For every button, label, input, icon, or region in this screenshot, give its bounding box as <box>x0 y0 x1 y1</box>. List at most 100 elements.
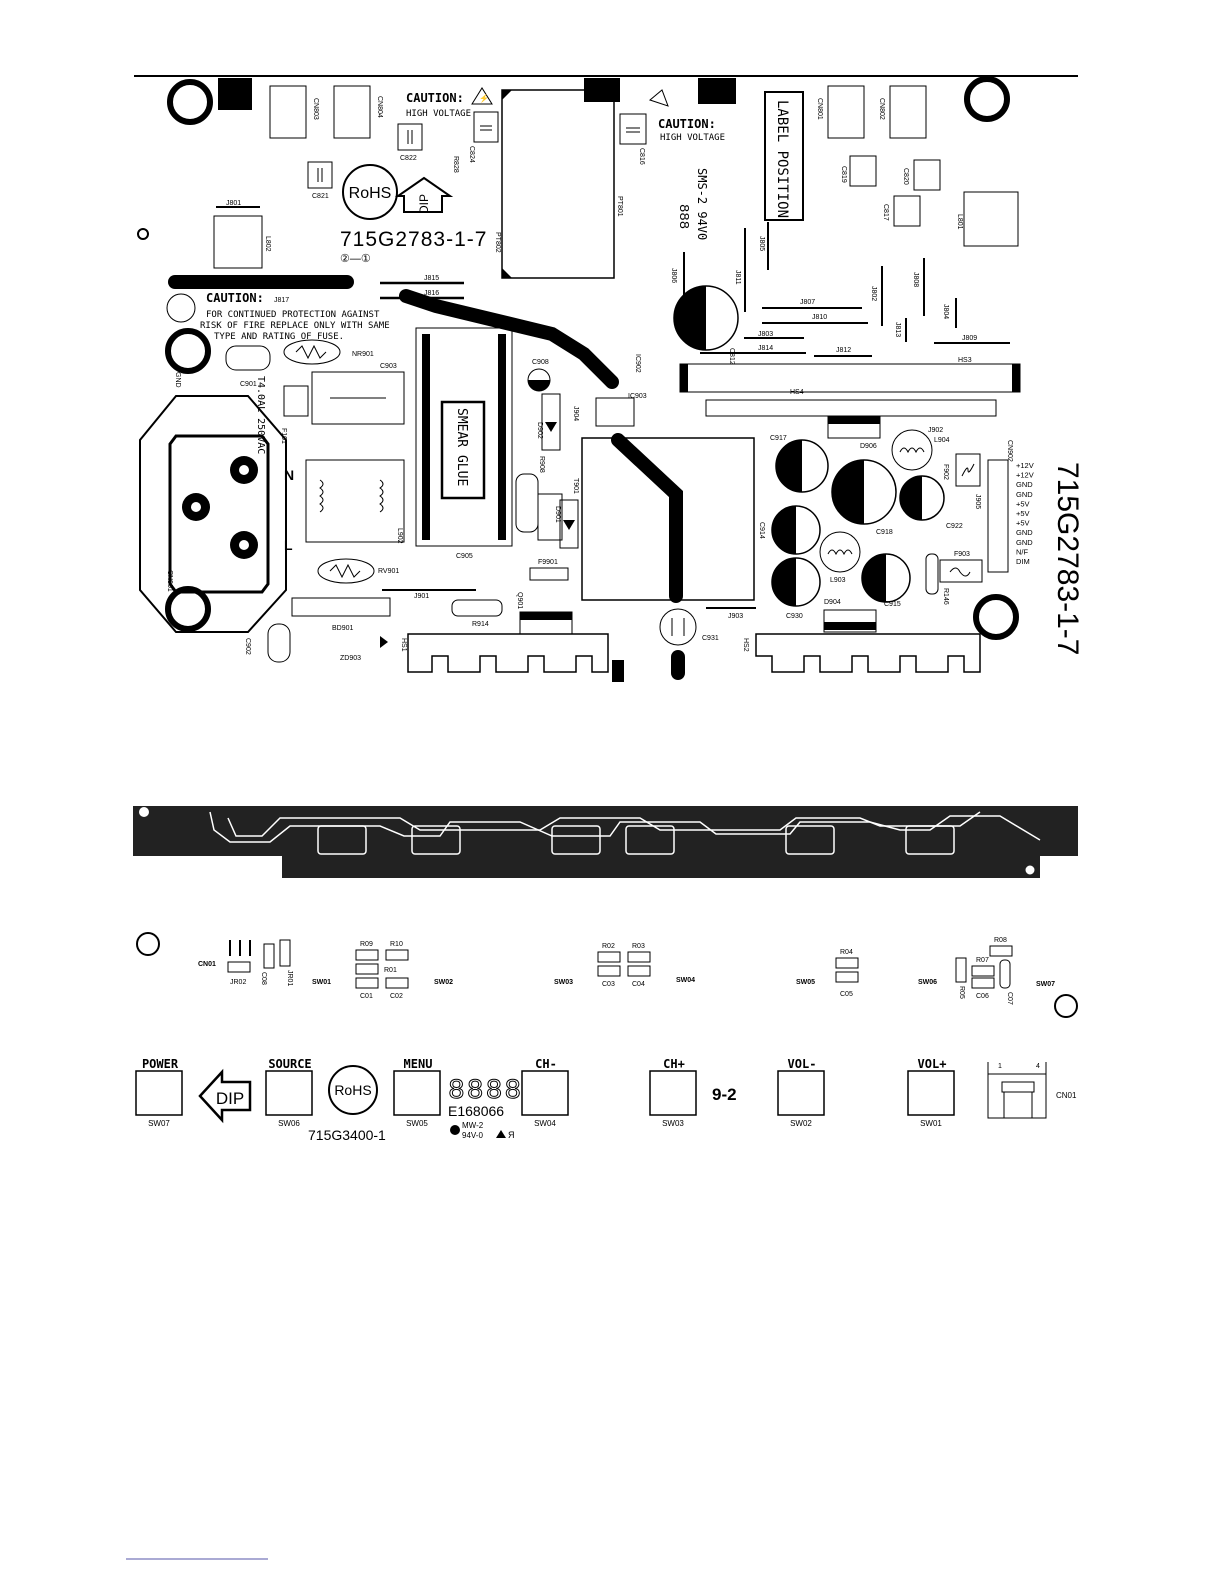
ac-pin-hole <box>239 465 249 475</box>
capacitor-c817 <box>893 195 921 227</box>
ref-j905: J905 <box>974 494 981 509</box>
key-button-label: VOL+ <box>918 1057 947 1071</box>
key-switch-ref: SW05 <box>406 1119 428 1128</box>
kb-ref-r09: R09 <box>360 941 373 948</box>
model-number: 715G2783-1-7 <box>340 228 487 251</box>
ref-c820: C820 <box>902 168 909 185</box>
kb-ref-jr01: JR01 <box>286 970 293 986</box>
ref-cn802: CN802 <box>878 98 885 120</box>
side-model-number: 715G2783-1-7 <box>1051 462 1084 655</box>
fuse-f9901 <box>529 567 569 581</box>
coil-symbol <box>379 479 384 513</box>
ref-c905: C905 <box>456 553 473 560</box>
kb-ul: 94V-0 <box>462 1131 483 1140</box>
cap-polarity <box>772 558 796 606</box>
ref-c930: C930 <box>786 613 803 620</box>
label-position-text: LABEL POSITION <box>774 100 790 218</box>
kb-ref-c01: C01 <box>360 993 373 1000</box>
cap-polarity <box>862 554 886 602</box>
ref-rv901: RV901 <box>378 568 399 575</box>
ref-j808: J808 <box>912 272 919 287</box>
kb-cn01-pin4: 4 <box>1036 1063 1040 1070</box>
pfc-inductor <box>415 327 513 547</box>
ref-hs3: HS3 <box>958 357 972 364</box>
ru-mark-icon: Я <box>508 1130 515 1140</box>
ul-mark: SMS-2 94V0 <box>695 168 709 240</box>
kb-ref-r05: R05 <box>958 986 965 999</box>
resistor-r04 <box>835 957 859 969</box>
black-pad <box>218 78 252 110</box>
transformer-pt801 <box>501 89 615 279</box>
connector-cn804 <box>333 85 371 139</box>
heatsink-hs2 <box>755 633 981 673</box>
ref-bd901: BD901 <box>332 625 354 632</box>
capacitor-c04 <box>627 965 651 977</box>
ac-inlet <box>168 434 270 594</box>
switch-ref-label: SW07 <box>1036 981 1055 988</box>
ref-c915: C915 <box>884 601 901 608</box>
ref-hs2: HS2 <box>742 638 749 652</box>
kb-ref-c03: C03 <box>602 981 615 988</box>
jumper-jr02 <box>227 961 251 973</box>
ref-j810: J810 <box>812 314 827 321</box>
ref-j813: J813 <box>894 322 901 337</box>
copper-strip <box>133 806 1078 878</box>
ref-c931: C931 <box>702 635 719 642</box>
capacitor-c931 <box>659 608 697 646</box>
fuse-rating: T4.0AL 250VAC <box>255 376 266 454</box>
ref-pt802: PT802 <box>494 232 501 253</box>
copper-trace <box>227 811 981 837</box>
ref-j814: J814 <box>758 345 773 352</box>
triangle-icon <box>496 1130 506 1138</box>
keyboard-buttons: POWERSW07SOURCESW06MENUSW05CH-SW04CH+SW0… <box>135 1057 955 1128</box>
diode-tab <box>828 416 880 424</box>
kb-ref-cn01: CN01 <box>198 961 216 968</box>
kb-ref-r02: R02 <box>602 943 615 950</box>
ref-l903: L903 <box>830 577 846 584</box>
ref-c817: C817 <box>882 204 889 221</box>
mounting-hole <box>964 76 1010 122</box>
ref-j812: J812 <box>836 347 851 354</box>
ref-j805: J805 <box>758 236 765 251</box>
caution-right: CAUTION: <box>658 117 716 131</box>
heatsink-hs4 <box>705 399 997 417</box>
ref-j901: J901 <box>414 593 429 600</box>
key-button-vol: VOL+SW01 <box>907 1057 955 1128</box>
ref-c902: C902 <box>244 638 251 655</box>
ref-c903: C903 <box>380 363 397 370</box>
kb-model: 715G3400-1 <box>308 1127 386 1143</box>
ref-nr901: NR901 <box>352 351 374 358</box>
ac-pin-hole <box>191 502 201 512</box>
ref-r914: R914 <box>472 621 489 628</box>
ref-f903: F903 <box>954 551 970 558</box>
ref-j904: J904 <box>572 406 579 421</box>
coil-symbol <box>319 479 324 513</box>
via-hole <box>137 228 149 240</box>
kb-ref-r08: R08 <box>994 937 1007 944</box>
coil-symbol <box>827 549 853 556</box>
fuse-f903 <box>939 559 983 583</box>
switch-ref-label: SW03 <box>554 979 573 986</box>
ref-r908: R908 <box>538 456 545 473</box>
diode-symbol <box>563 520 575 530</box>
key-button-label: CH+ <box>663 1057 685 1071</box>
kb-ref-c07: C07 <box>1006 992 1013 1005</box>
capacitor-c819 <box>849 155 877 187</box>
ref-ic903: IC903 <box>628 393 647 400</box>
connector-cn803 <box>269 85 307 139</box>
cap-polarity <box>772 506 796 554</box>
diode-tab <box>824 622 876 630</box>
copper-pad <box>625 825 675 855</box>
key-switch-footprint <box>393 1070 441 1116</box>
ic-ic903 <box>595 397 635 427</box>
mounting-hole <box>1054 994 1078 1018</box>
ref-c822: C822 <box>400 155 417 162</box>
caution-left: CAUTION: <box>406 91 464 105</box>
switch-ref-label: SW06 <box>918 979 937 986</box>
ref-t901: T901 <box>572 478 579 494</box>
key-switch-footprint <box>135 1070 183 1116</box>
ref-zd903: ZD903 <box>340 655 361 662</box>
capacitor-c06 <box>971 977 995 989</box>
